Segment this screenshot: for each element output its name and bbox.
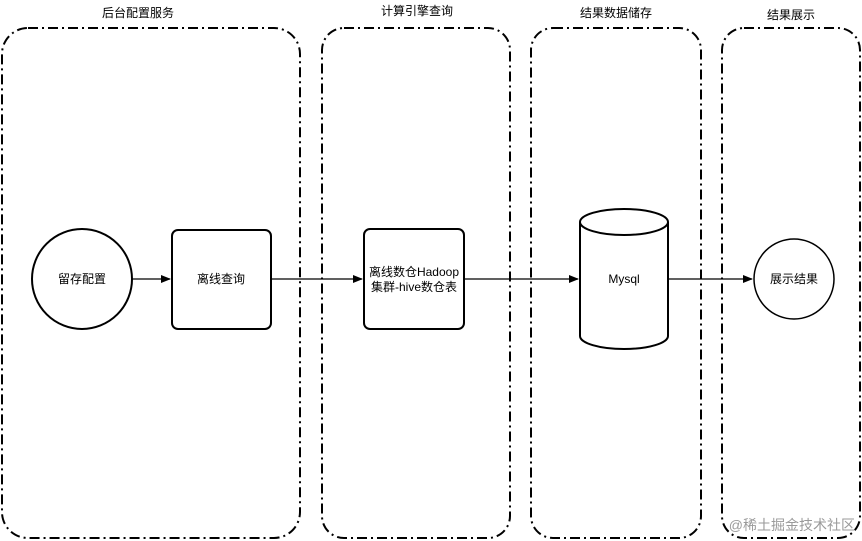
node-mysql-label: Mysql [608,272,639,286]
lane-title-engine: 计算引擎查询 [381,3,453,18]
lane-display [721,27,861,539]
node-show-result [753,238,835,320]
node-mysql [579,208,669,350]
lane-title-display: 结果展示 [767,8,815,22]
node-offline-query-label: 离线查询 [197,271,245,286]
lane-backend [1,27,301,539]
lane-title-storage: 结果数据储存 [580,5,652,20]
node-hive-table-label-line2: 集群-hive数仓表 [371,279,457,294]
node-hive-table [363,228,465,330]
node-retain-config-label: 留存配置 [58,272,106,286]
lane-storage [530,27,702,539]
node-hive-table-label-line1: 离线数仓Hadoop [369,264,459,279]
lane-title-backend: 后台配置服务 [102,5,174,20]
node-show-result-label: 展示结果 [770,272,818,286]
watermark-text: @稀土掘金技术社区 [729,517,855,533]
